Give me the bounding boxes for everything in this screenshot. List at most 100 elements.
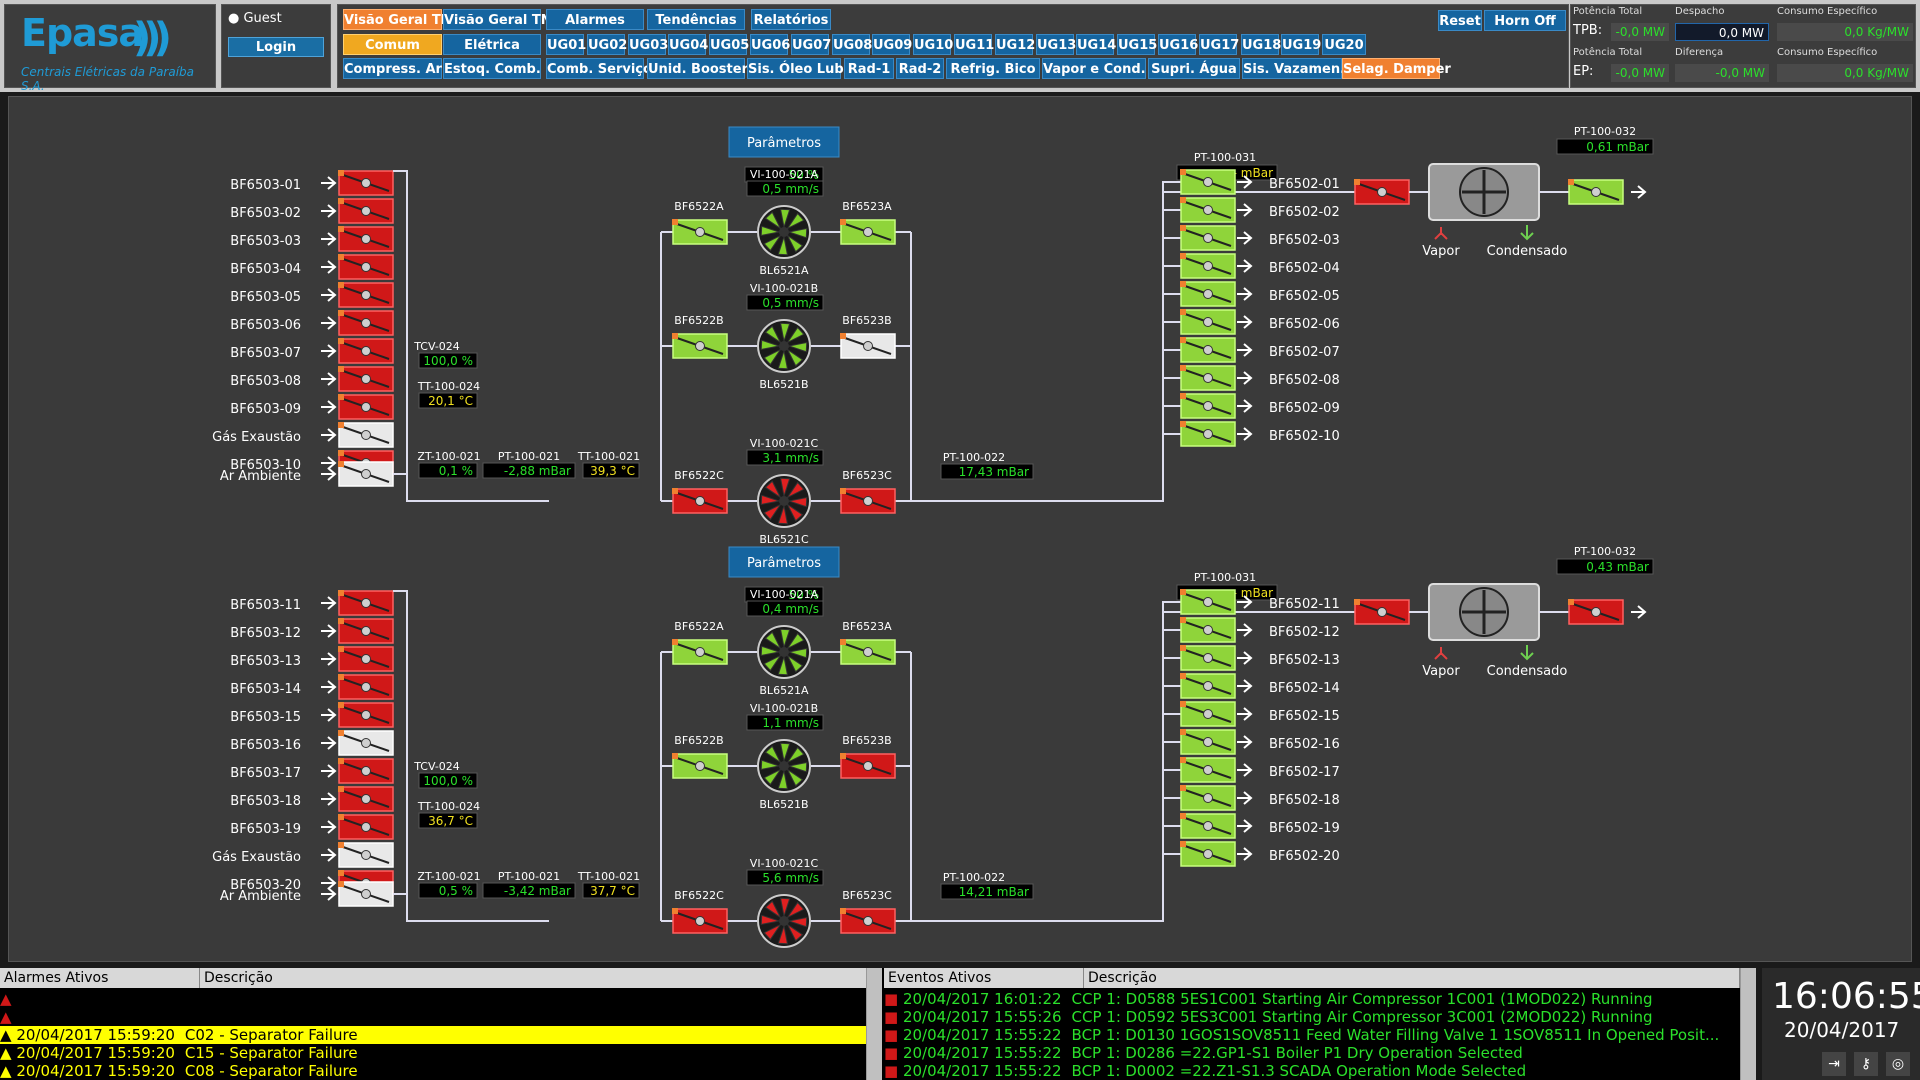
event-desc-header[interactable]: Descrição [1084, 968, 1740, 988]
despacho-value[interactable]: 0,0 MW [1675, 23, 1769, 41]
train2-damper-bf6522a[interactable] [672, 639, 728, 665]
nav-ug15[interactable]: UG15 [1117, 34, 1157, 55]
train1-damper-bf6502-05[interactable] [1180, 281, 1236, 307]
train2-fan-0[interactable] [757, 625, 811, 679]
nav-vis-o-geral-tn[interactable]: Visão Geral TN [443, 9, 552, 30]
nav-unid-booster[interactable]: Unid. Booster [647, 58, 748, 79]
nav-tend-ncias[interactable]: Tendências [647, 9, 745, 30]
train2-damper-bf6503-13[interactable] [338, 646, 394, 672]
train1-fan-0[interactable] [757, 205, 811, 259]
train2-damper-bf6502-17[interactable] [1180, 757, 1236, 783]
nav-ug08[interactable]: UG08 [832, 34, 872, 55]
nav-ug20[interactable]: UG20 [1322, 34, 1366, 55]
alarm-scrollbar[interactable] [866, 968, 882, 1080]
nav-ug03[interactable]: UG03 [628, 34, 668, 55]
nav-ug04[interactable]: UG04 [668, 34, 708, 55]
train1-fan-1[interactable] [757, 319, 811, 373]
train2-damper-bf6502-16[interactable] [1180, 729, 1236, 755]
train1-damper-bf6523b[interactable] [840, 333, 896, 359]
train1-damper-bf6522a[interactable] [672, 219, 728, 245]
train1-heat-exchanger[interactable] [1428, 163, 1540, 221]
nav-sis-leo-lub-[interactable]: Sis. Óleo Lub. [747, 58, 849, 79]
nav-ug06[interactable]: UG06 [750, 34, 790, 55]
nav-ug10[interactable]: UG10 [913, 34, 953, 55]
train2-damper-g-s-exaust-o[interactable] [338, 842, 394, 868]
reset-button[interactable]: Reset [1438, 10, 1482, 31]
nav-ug11[interactable]: UG11 [954, 34, 994, 55]
train1-damper-bf6503-09[interactable] [338, 394, 394, 420]
train1-damper-bf6502-10[interactable] [1180, 421, 1236, 447]
train1-damper-bf6502-06[interactable] [1180, 309, 1236, 335]
train2-damper-bf6523a[interactable] [840, 639, 896, 665]
train1-damper-bf6503-08[interactable] [338, 366, 394, 392]
nav-eletrica[interactable]: Elétrica [443, 34, 541, 55]
login-button[interactable]: Login [228, 37, 324, 57]
nav-rad-1[interactable]: Rad-1 [844, 58, 894, 79]
nav-ug13[interactable]: UG13 [1036, 34, 1076, 55]
train2-damper-bf6502-15[interactable] [1180, 701, 1236, 727]
nav-supri-gua[interactable]: Supri. Água [1148, 58, 1240, 79]
event-scrollbar[interactable] [1740, 968, 1756, 1080]
key-icon[interactable]: ⚷ [1854, 1052, 1878, 1076]
train2-damper-hx-out[interactable] [1568, 599, 1624, 625]
nav-estoq-comb-[interactable]: Estoq. Comb. [443, 58, 541, 79]
nav-ug02[interactable]: UG02 [587, 34, 627, 55]
nav-comb-servi-o[interactable]: Comb. Serviço [546, 58, 652, 79]
train2-damper-bf6522b[interactable] [672, 753, 728, 779]
train2-damper-bf6502-13[interactable] [1180, 645, 1236, 671]
train1-damper-bf6502-07[interactable] [1180, 337, 1236, 363]
train2-damper-bf6503-18[interactable] [338, 786, 394, 812]
event-col-header[interactable]: Eventos Ativos [884, 968, 1084, 988]
train1-damper-hx-out[interactable] [1568, 179, 1624, 205]
nav-ug16[interactable]: UG16 [1158, 34, 1198, 55]
train2-damper-bf6503-14[interactable] [338, 674, 394, 700]
train2-damper-bf6503-16[interactable] [338, 730, 394, 756]
train2-heat-exchanger[interactable] [1428, 583, 1540, 641]
train1-damper-bf6503-07[interactable] [338, 338, 394, 364]
train2-damper-bf6503-17[interactable] [338, 758, 394, 784]
nav-alarmes[interactable]: Alarmes [546, 9, 644, 30]
nav-vapor-e-cond-[interactable]: Vapor e Cond. [1042, 58, 1146, 79]
train2-damper-bf6522c[interactable] [672, 908, 728, 934]
logout-icon[interactable]: ⇥ [1822, 1052, 1846, 1076]
nav-ug14[interactable]: UG14 [1076, 34, 1116, 55]
train1-damper-bf6503-05[interactable] [338, 282, 394, 308]
nav-ug01[interactable]: UG01 [546, 34, 586, 55]
train1-damper-bf6503-04[interactable] [338, 254, 394, 280]
train2-damper-bf6502-12[interactable] [1180, 617, 1236, 643]
train1-damper-bf6503-06[interactable] [338, 310, 394, 336]
train2-damper-bf6503-12[interactable] [338, 618, 394, 644]
nav-ug09[interactable]: UG09 [872, 34, 912, 55]
train1-parametros-button[interactable] [728, 126, 840, 158]
alarm-desc-header[interactable]: Descrição [200, 968, 868, 988]
train2-fan-1[interactable] [757, 739, 811, 793]
nav-refrig-bico[interactable]: Refrig. Bico [946, 58, 1040, 79]
train2-damper-bf6502-11[interactable] [1180, 589, 1236, 615]
train1-damper-bf6523a[interactable] [840, 219, 896, 245]
train1-damper-g-s-exaust-o[interactable] [338, 422, 394, 448]
alarm-col-header[interactable]: Alarmes Ativos [0, 968, 200, 988]
train1-damper-bf6502-08[interactable] [1180, 365, 1236, 391]
train2-damper-bf6502-18[interactable] [1180, 785, 1236, 811]
train2-damper-bf6523c[interactable] [840, 908, 896, 934]
nav-ug05[interactable]: UG05 [709, 34, 749, 55]
alarm-row[interactable]: ▲ [0, 990, 866, 1008]
train1-damper-bf6502-04[interactable] [1180, 253, 1236, 279]
train1-damper-ar-ambiente[interactable] [338, 461, 394, 487]
nav-relat-rios[interactable]: Relatórios [751, 9, 831, 30]
train2-damper-bf6503-11[interactable] [338, 590, 394, 616]
train1-damper-bf6502-01[interactable] [1180, 169, 1236, 195]
train2-damper-bf6503-19[interactable] [338, 814, 394, 840]
nav-ug07[interactable]: UG07 [791, 34, 831, 55]
train1-damper-bf6503-01[interactable] [338, 170, 394, 196]
train1-damper-bf6502-03[interactable] [1180, 225, 1236, 251]
nav-selag-damper[interactable]: Selag. Damper [1342, 58, 1451, 79]
